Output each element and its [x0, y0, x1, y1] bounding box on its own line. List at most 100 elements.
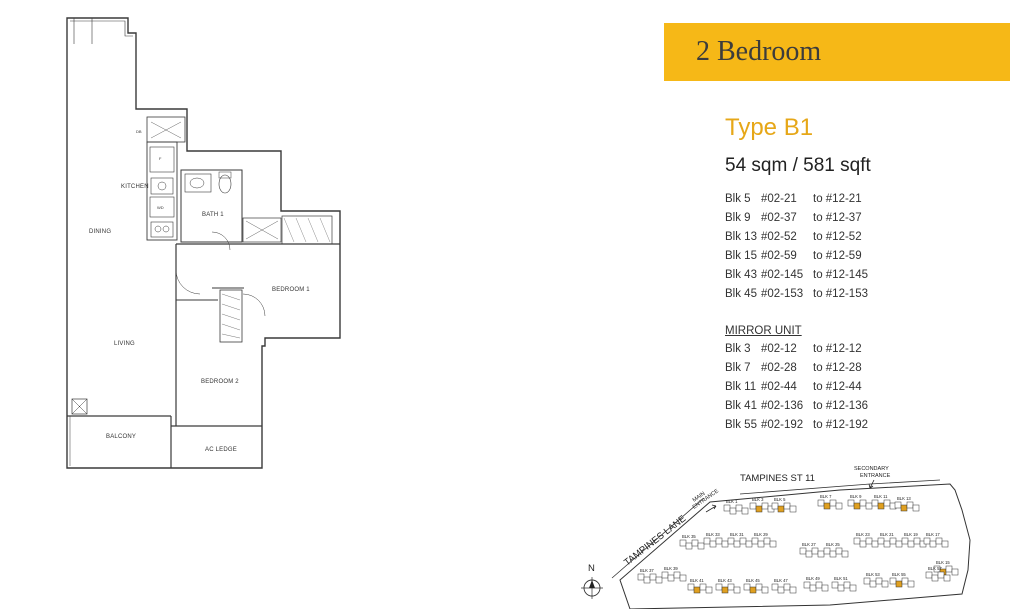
site-block-unit: [865, 537, 873, 545]
unit-from: #02-145: [761, 269, 804, 281]
site-block-unit: [889, 577, 897, 585]
unit-area: 54 sqm / 581 sqft: [725, 155, 871, 176]
unit-stack-row: Blk 43 #02-145 to #12-145: [725, 269, 925, 288]
site-block: BLK 39: [661, 566, 687, 582]
site-block-label: BLK 31: [730, 532, 744, 537]
site-block-unit: [831, 581, 839, 589]
site-block-unit: [941, 540, 949, 548]
site-block-unit: [923, 537, 931, 545]
site-block-unit: [895, 580, 903, 588]
fridge-label: F: [159, 156, 162, 161]
site-block-unit: [906, 501, 914, 509]
dining-label: DINING: [89, 229, 111, 235]
washer-label: WD: [157, 205, 164, 210]
site-block-unit: [835, 502, 843, 510]
site-block-unit: [783, 502, 791, 510]
site-block-unit: [735, 504, 743, 512]
site-block-unit: [699, 583, 707, 591]
bedroom1-label: BEDROOM 1: [272, 287, 310, 293]
site-block-unit: [745, 540, 753, 548]
site-block-label: BLK 5: [774, 497, 786, 502]
unit-from: #02-136: [761, 400, 804, 412]
bedroom2-label: BEDROOM 2: [201, 379, 239, 385]
site-block-unit: [799, 547, 807, 555]
site-block-label: BLK 43: [718, 578, 732, 583]
site-block-unit: [783, 583, 791, 591]
site-block-label: BLK 51: [834, 576, 848, 581]
site-block-unit: [841, 550, 849, 558]
unit-type-title: Type B1: [725, 114, 814, 141]
site-block-unit: [900, 504, 908, 512]
unit-to: to #12-52: [813, 231, 862, 243]
site-block-unit: [937, 571, 945, 579]
site-block-unit: [853, 502, 861, 510]
site-block: BLK 33: [703, 532, 729, 548]
block-number: Blk 3: [725, 343, 751, 355]
site-block-unit: [907, 540, 915, 548]
site-block-unit: [859, 499, 867, 507]
site-block-unit: [889, 537, 897, 545]
site-block-unit: [691, 539, 699, 547]
site-block-unit: [865, 502, 873, 510]
site-block-unit: [761, 502, 769, 510]
site-block-label: BLK 13: [897, 496, 911, 501]
unit-to: to #12-44: [813, 381, 862, 393]
site-block-label: BLK 45: [746, 578, 760, 583]
site-block-unit: [723, 504, 731, 512]
unit-from: #02-12: [761, 343, 797, 355]
block-number: Blk 41: [725, 400, 757, 412]
site-block-unit: [771, 583, 779, 591]
site-block-unit: [649, 573, 657, 581]
unit-to: to #12-145: [813, 269, 868, 281]
site-block-unit: [727, 537, 735, 545]
site-block: BLK 47: [771, 578, 797, 594]
site-block-label: BLK 7: [820, 494, 832, 499]
site-block: BLK 1: [723, 499, 749, 515]
site-block-unit: [877, 502, 885, 510]
site-block: BLK 11: [871, 494, 897, 510]
site-block: BLK 3: [749, 497, 775, 513]
site-block-unit: [763, 537, 771, 545]
site-block-unit: [661, 571, 669, 579]
block-number: Blk 43: [725, 269, 757, 281]
site-block-unit: [877, 537, 885, 545]
site-block-label: BLK 29: [754, 532, 768, 537]
site-block-unit: [727, 583, 735, 591]
site-block-unit: [679, 539, 687, 547]
site-block: BLK 25: [823, 542, 849, 558]
site-block-unit: [733, 586, 741, 594]
site-block-unit: [685, 542, 693, 550]
site-block-unit: [895, 540, 903, 548]
balcony-label: BALCONY: [106, 434, 136, 440]
site-block: BLK 35: [679, 534, 705, 550]
site-block-unit: [853, 537, 861, 545]
site-block: BLK 27: [799, 542, 825, 558]
site-block: BLK 45: [743, 578, 769, 594]
site-block-unit: [829, 499, 837, 507]
site-block-unit: [943, 574, 951, 582]
site-block-unit: [935, 537, 943, 545]
unit-to: to #12-37: [813, 212, 862, 224]
site-block-unit: [749, 502, 757, 510]
site-block-label: BLK 33: [706, 532, 720, 537]
site-block-unit: [709, 540, 717, 548]
site-block-label: BLK 11: [874, 494, 888, 499]
unit-to: to #12-21: [813, 193, 862, 205]
site-block: BLK 43: [715, 578, 741, 594]
unit-to: to #12-136: [813, 400, 868, 412]
floor-plan: KITCHEN DINING BATH 1 BEDROOM 1 LIVING B…: [66, 17, 341, 469]
site-block-unit: [697, 542, 705, 550]
site-block-unit: [929, 540, 937, 548]
site-block-unit: [871, 499, 879, 507]
site-block-unit: [821, 584, 829, 592]
site-block-unit: [751, 537, 759, 545]
site-block-label: BLK 21: [880, 532, 894, 537]
site-boundary: [619, 483, 971, 609]
